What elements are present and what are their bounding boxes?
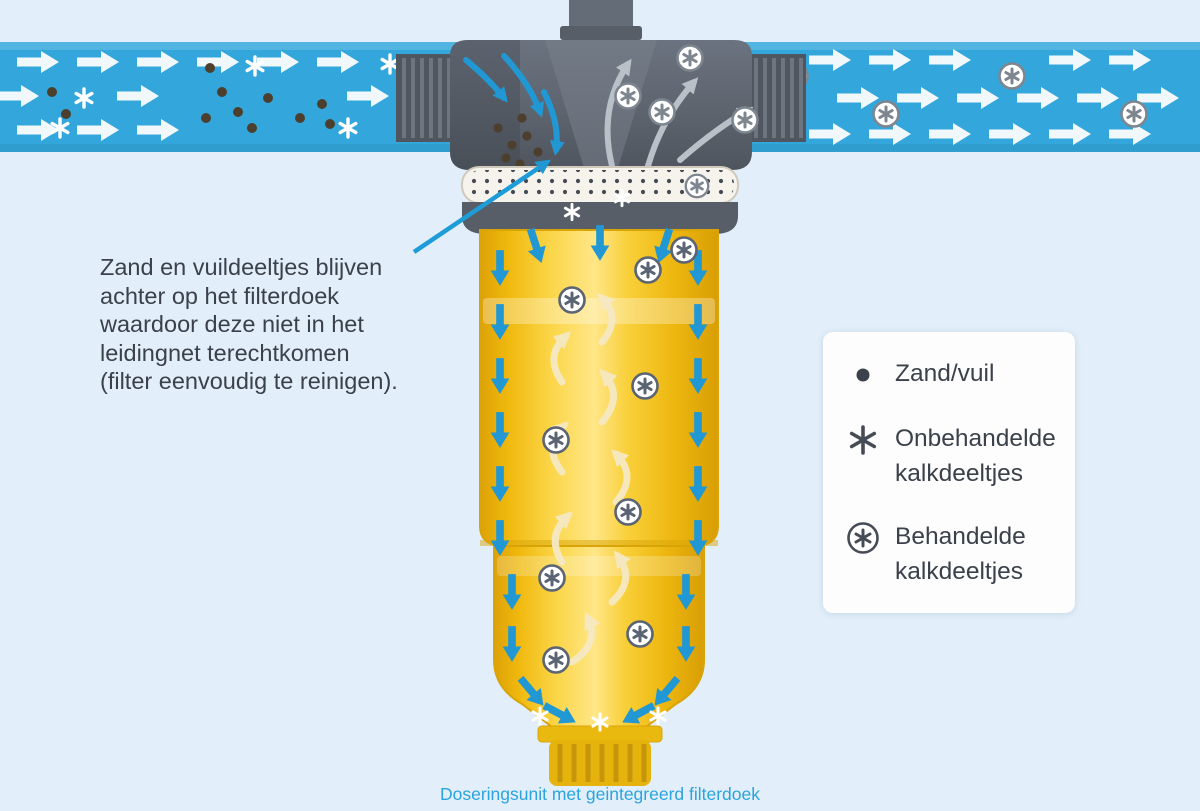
legend-label: Onbehandelde kalkdeeltjes	[895, 425, 1056, 487]
annotation-line: (filter eenvoudig te reinigen).	[100, 368, 398, 394]
legend-item-treated: Behandelde kalkdeeltjes	[843, 519, 1055, 589]
legend-label: Behandelde kalkdeeltjes	[895, 523, 1026, 585]
legend-item-untreated: Onbehandelde kalkdeeltjes	[843, 421, 1056, 491]
legend-item-sand: Zand/vuil	[843, 356, 1055, 393]
head-inflow-arrows	[463, 53, 565, 156]
annotation-text: Zand en vuildeeltjes blijven achter op h…	[100, 253, 398, 396]
treated-lime-circled-asterisk-icon	[843, 520, 883, 556]
annotation-line: waardoor deze niet in het	[100, 311, 364, 337]
sand-particles	[47, 63, 335, 133]
annotation-line: achter op het filterdoek	[100, 282, 340, 309]
annotation-arrow	[412, 159, 551, 254]
filter-cloth	[461, 166, 739, 234]
annotation-line: leidingnet terechtkomen	[100, 339, 350, 366]
bowl-upper-cup	[479, 229, 719, 547]
head-collar	[462, 202, 738, 234]
filter-bowl	[479, 229, 719, 786]
filter-head	[396, 0, 806, 170]
legend-label: Zand/vuil	[895, 360, 995, 387]
sand-dot-icon	[843, 357, 883, 393]
sand-on-cloth	[493, 113, 543, 169]
diagram-caption: Doseringsunit met geintegreerd filterdoe…	[439, 784, 761, 804]
legend: Zand/vuil Onbehandelde kalkdeeltjes Be	[823, 332, 1075, 613]
untreated-lime-asterisk-icon	[843, 422, 883, 458]
annotation-line: Zand en vuildeeltjes blijven	[100, 254, 383, 280]
